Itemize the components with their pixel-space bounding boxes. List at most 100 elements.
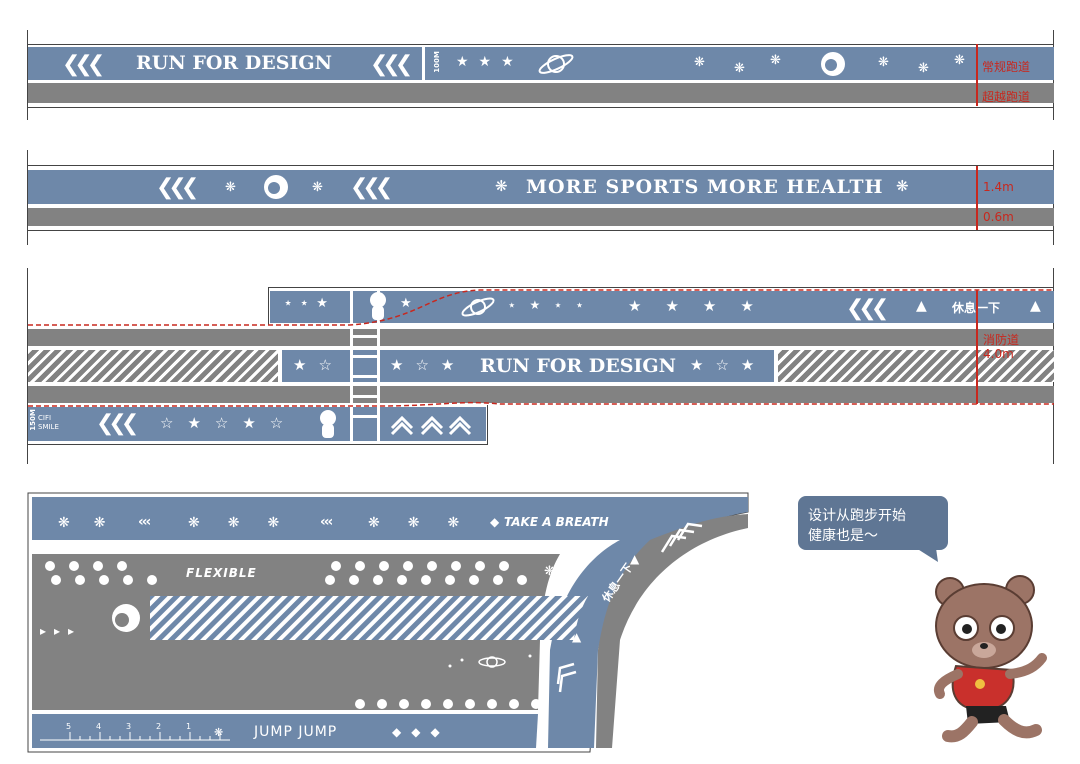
star-icon: ★ <box>400 296 412 311</box>
outline-bottom <box>28 230 1054 231</box>
bear-icon <box>320 410 336 438</box>
arrow-left-icon: ◆ <box>490 515 500 529</box>
lower-lane-edge <box>487 405 488 445</box>
slogan-run-for-design: RUN FOR DESIGN <box>136 52 332 74</box>
paw-icon: ❋ <box>495 177 508 195</box>
flexible-label: FLEXIBLE <box>186 566 257 580</box>
chevron-left-icon: ‹‹‹ <box>320 514 333 530</box>
chevron-left-icon: ❮❮❮ <box>96 411 139 436</box>
star-icon: ★☆★ <box>690 356 767 374</box>
arrow-up-icon: ▲ <box>630 552 640 566</box>
ruler-number: 2 <box>156 722 162 731</box>
paw-icon: ❋ <box>694 55 705 70</box>
ruler-number: 5 <box>66 722 72 731</box>
star-icon: ★☆★ <box>390 356 467 374</box>
dimension-line <box>976 44 978 106</box>
chevron-left-icon: ❮❮❮ <box>846 296 889 321</box>
dot-cluster-left <box>45 561 157 585</box>
speech-line-2: 健康也是～ <box>808 528 878 544</box>
planet-icon <box>478 656 506 668</box>
jump-label: JUMP JUMP <box>254 724 338 740</box>
overtake-lane <box>28 83 1054 103</box>
star-icon: ★★★★ <box>628 297 778 315</box>
paw-icon: ❋ <box>734 61 745 76</box>
paw-icon: ❋ <box>770 53 781 68</box>
chevron-left-icon: ❮❮❮ <box>350 175 393 200</box>
edge-left <box>27 30 28 120</box>
fire-lane-boundary <box>28 289 1054 407</box>
arrow-right-icon: ▸▸▸ <box>40 624 83 638</box>
edge-left <box>27 268 28 464</box>
arrow-up-icon: ▲ <box>572 630 582 644</box>
upper-lane-edge <box>268 287 269 325</box>
chevron-up-icon <box>390 415 472 436</box>
dot-cluster-right <box>325 561 527 585</box>
fire-lane-top <box>28 329 1054 346</box>
outline-top <box>28 44 1054 45</box>
bear-head-icon <box>821 52 845 76</box>
chevron-left-icon: ❮❮❮ <box>156 175 199 200</box>
brand-mark: CIFI SMILE <box>38 414 59 431</box>
paw-icon: ❋ <box>918 61 929 76</box>
star-icon: ★★★ <box>456 54 524 70</box>
regular-lane <box>28 47 1054 80</box>
speech-text: 设计从跑步开始 健康也是～ <box>808 506 906 546</box>
regular-lane <box>28 170 1054 204</box>
paw-icon: ❋ <box>225 180 236 195</box>
ruler-number: 3 <box>126 722 132 731</box>
lane-divider <box>422 47 425 80</box>
hatched-zone-left <box>28 350 278 382</box>
ruler-number: 1 <box>186 722 192 731</box>
outline-bottom <box>28 107 1054 108</box>
paw-icon: ❋❋❋ <box>188 515 308 531</box>
arrow-left-icon: ◆◆◆ <box>392 725 450 739</box>
width-top: 1.4m <box>983 180 1014 194</box>
label-overtake-lane: 超越跑道 <box>982 90 1031 104</box>
dot-row-bottom <box>355 699 541 709</box>
star-icon: ★☆ <box>293 356 344 374</box>
ladder-icon <box>350 291 380 441</box>
width-bottom: 0.6m <box>983 210 1014 224</box>
slogan-more-sports: MORE SPORTS MORE HEALTH <box>526 176 884 198</box>
star-icon: ☆★☆★☆ <box>160 414 298 432</box>
paw-icon: ❋ <box>954 53 965 68</box>
label-regular-lane: 常规跑道 <box>982 60 1031 74</box>
fire-lane-bottom <box>28 386 1054 403</box>
bear-mascot <box>934 575 1047 743</box>
speech-line-1: 设计从跑步开始 <box>808 508 906 524</box>
hatched-zone-right <box>778 350 1054 382</box>
star-icon: ⋆⋆★ <box>284 296 336 311</box>
chevron-icon <box>556 522 703 693</box>
fire-lane-label: 消防道 <box>983 333 1020 347</box>
fire-lane-width: 4.0m <box>983 347 1014 361</box>
outline-top <box>28 165 1054 166</box>
dimension-line <box>976 290 978 404</box>
chevron-left-icon: ❮❮❮ <box>62 52 105 77</box>
paw-icon: ❋ <box>878 55 889 70</box>
ruler <box>40 732 230 741</box>
paw-icon: ❋ <box>896 177 909 195</box>
paw-icon: ❋❋ <box>58 515 130 531</box>
paw-icon: ❋ <box>312 180 323 195</box>
bear-head-icon <box>264 175 288 199</box>
overtake-lane <box>28 208 1054 226</box>
chevron-left-icon: ❮❮❮ <box>370 52 413 77</box>
bear-icon <box>370 292 386 320</box>
star-icon: ⋆★⋆⋆ <box>508 298 598 312</box>
arrow-up-icon: ▲ <box>1030 298 1041 314</box>
upper-lane <box>270 291 1054 323</box>
curved-track <box>27 492 749 753</box>
take-breath-label: TAKE A BREATH <box>504 515 609 529</box>
lower-lane-outline <box>28 444 488 445</box>
upper-lane-outline <box>268 287 1054 288</box>
chevron-left-icon: ‹‹‹ <box>138 514 151 530</box>
ruler-number: 4 <box>96 722 102 731</box>
planet-icon <box>538 54 574 74</box>
dimension-line <box>976 166 978 230</box>
slogan-run-for-design: RUN FOR DESIGN <box>480 355 676 377</box>
paw-icon: ❋❋ <box>544 564 598 579</box>
edge-left <box>27 150 28 245</box>
planet-icon <box>461 297 495 317</box>
paw-icon: ❋❋❋ <box>368 515 488 531</box>
speech-bubble <box>798 496 948 562</box>
